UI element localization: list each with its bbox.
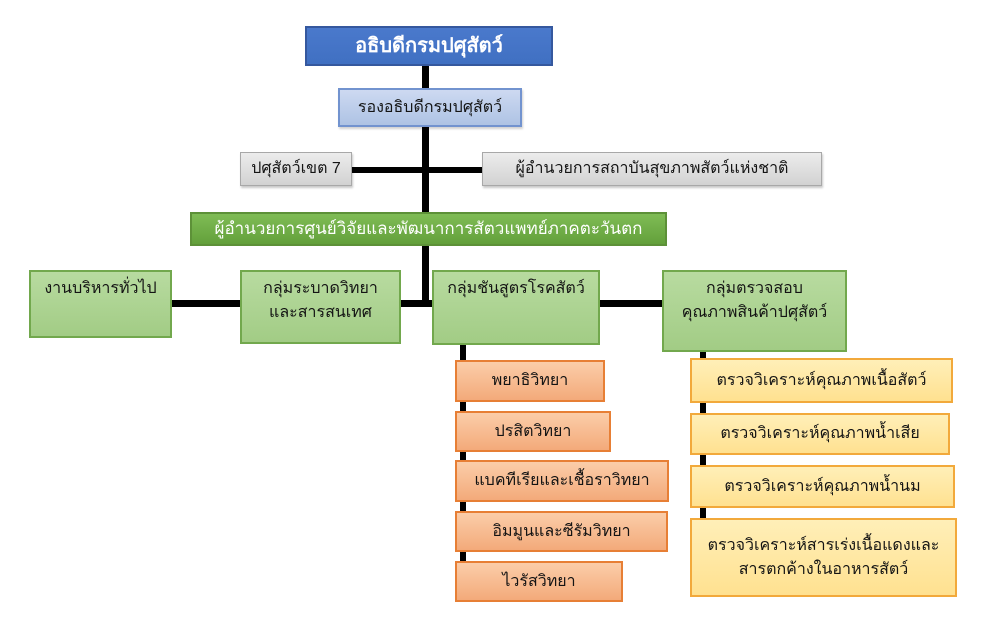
label-line: อิมมูนและซีรัมวิทยา (492, 522, 631, 540)
quality-box-residues: ตรวจวิเคราะห์สารเร่งเนื้อแดงและ สารตกค้า… (690, 518, 957, 597)
connector-trunk-vertical (422, 60, 429, 307)
label-line: ปรสิตวิทยา (494, 422, 572, 440)
quality-box-meat: ตรวจวิเคราะห์คุณภาพเนื้อสัตว์ (690, 358, 953, 403)
lab-box-bacteriology-mycology: แบคทีเรียและเชื้อราวิทยา (455, 460, 669, 502)
label-line: ตรวจวิเคราะห์คุณภาพน้ำนม (724, 477, 921, 495)
director-box: อธิบดีกรมปศุสัตว์ (305, 26, 553, 66)
label-line: กลุ่มชันสูตรโรคสัตว์ (447, 280, 585, 297)
connector-gray-horizontal (348, 167, 488, 173)
region7-box: ปศุสัตว์เขต 7 (240, 152, 352, 186)
deputy-box: รองอธิบดีกรมปศุสัตว์ (338, 88, 522, 127)
lab-box-pathology: พยาธิวิทยา (455, 360, 605, 402)
label-line: สารตกค้างในอาหารสัตว์ (738, 560, 909, 578)
quality-box-wastewater: ตรวจวิเคราะห์คุณภาพน้ำเสีย (690, 413, 950, 455)
center-director-box: ผู้อำนวยการศูนย์วิจัยและพัฒนาการสัตวแพทย… (190, 212, 667, 246)
lab-box-parasitology: ปรสิตวิทยา (455, 411, 611, 452)
institute-box: ผู้อำนวยการสถาบันสุขภาพสัตว์แห่งชาติ (482, 152, 822, 186)
label-line: และสารสนเทศ (269, 304, 372, 321)
lab-box-virology: ไวรัสวิทยา (455, 561, 623, 602)
label-line: ตรวจวิเคราะห์คุณภาพน้ำเสีย (720, 425, 920, 442)
group-box-diagnosis: กลุ่มชันสูตรโรคสัตว์ (432, 270, 600, 345)
group-box-quality: กลุ่มตรวจสอบ คุณภาพสินค้าปศุสัตว์ (662, 270, 847, 352)
label-line: แบคทีเรียและเชื้อราวิทยา (474, 472, 650, 489)
group-box-general-admin: งานบริหารทั่วไป (29, 270, 172, 338)
label-line: กลุ่มระบาดวิทยา (263, 280, 378, 297)
label-line: ผู้อำนวยการสถาบันสุขภาพสัตว์แห่งชาติ (515, 160, 789, 177)
label-line: ตรวจวิเคราะห์สารเร่งเนื้อแดงและ (707, 536, 940, 554)
label-line: อธิบดีกรมปศุสัตว์ (355, 35, 503, 57)
label-line: คุณภาพสินค้าปศุสัตว์ (681, 304, 828, 321)
label-line: ผู้อำนวยการศูนย์วิจัยและพัฒนาการสัตวแพทย… (214, 219, 643, 239)
label-line: ไวรัสวิทยา (502, 572, 576, 590)
quality-box-milk: ตรวจวิเคราะห์คุณภาพน้ำนม (690, 465, 955, 508)
label-line: ปศุสัตว์เขต 7 (251, 160, 341, 177)
label-line: ตรวจวิเคราะห์คุณภาพเนื้อสัตว์ (716, 371, 927, 389)
connector-groups-horizontal (172, 300, 665, 307)
lab-box-immunology-serology: อิมมูนและซีรัมวิทยา (455, 511, 668, 552)
label-line: พยาธิวิทยา (491, 372, 569, 389)
label-line: งานบริหารทั่วไป (44, 280, 157, 297)
label-line: รองอธิบดีกรมปศุสัตว์ (357, 98, 503, 116)
label-line: กลุ่มตรวจสอบ (706, 280, 803, 297)
group-box-epidemiology: กลุ่มระบาดวิทยา และสารสนเทศ (240, 270, 401, 344)
